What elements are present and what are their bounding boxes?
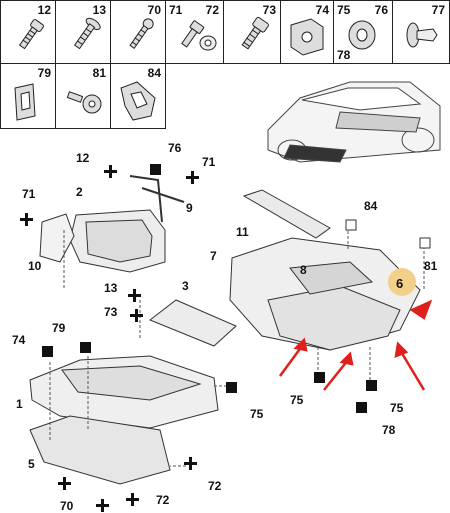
callout-75b: 75 bbox=[290, 393, 304, 407]
callout-72b: 72 bbox=[156, 493, 170, 507]
screw-icon bbox=[18, 19, 44, 50]
car-overview bbox=[267, 81, 441, 163]
catalog-cell-12: 12 bbox=[0, 0, 56, 64]
callout-13: 13 bbox=[104, 281, 118, 295]
catalog-cell-75-76-78: 75 76 78 bbox=[333, 0, 393, 64]
clip-icon bbox=[14, 83, 36, 121]
callout-74: 74 bbox=[12, 333, 26, 347]
callout-8: 8 bbox=[300, 263, 307, 277]
catalog-cell-79: 79 bbox=[0, 63, 56, 129]
part-3-panel bbox=[149, 299, 237, 347]
part-2-bracket bbox=[39, 209, 166, 273]
part-9-rod bbox=[129, 175, 185, 223]
catalog-number: 73 bbox=[262, 3, 276, 17]
plus-markers bbox=[20, 165, 199, 512]
bolt-washer-icon bbox=[181, 20, 217, 51]
callout-70: 70 bbox=[60, 499, 74, 513]
bracket-clip-icon bbox=[120, 81, 156, 121]
callout-73: 73 bbox=[104, 305, 118, 319]
catalog-number: 84 bbox=[147, 66, 161, 80]
catalog-cell-13: 13 bbox=[55, 0, 111, 64]
catalog-number: 75 bbox=[337, 3, 351, 17]
callout-3: 3 bbox=[182, 279, 189, 293]
highlight-circle-6 bbox=[388, 268, 416, 296]
bolt-icon bbox=[73, 17, 101, 50]
catalog-cell-84: 84 bbox=[110, 63, 166, 129]
catalog-number: 78 bbox=[337, 48, 351, 62]
callout-71a: 71 bbox=[202, 155, 216, 169]
catalog-number: 72 bbox=[205, 3, 219, 17]
callout-6: 6 bbox=[396, 276, 403, 291]
leader-lines bbox=[49, 226, 425, 467]
callout-5: 5 bbox=[28, 457, 35, 471]
callout-1: 1 bbox=[16, 397, 23, 411]
part-5-undertray bbox=[29, 415, 171, 485]
catalog-cell-73: 73 bbox=[223, 0, 281, 64]
catalog-number: 12 bbox=[37, 3, 51, 17]
catalog-number: 13 bbox=[92, 3, 106, 17]
catalog-number: 70 bbox=[147, 3, 161, 17]
clip-nut-icon bbox=[290, 18, 324, 56]
catalog-cell-77: 77 bbox=[392, 0, 450, 64]
screw-icon bbox=[241, 16, 269, 50]
part-11-strip bbox=[242, 189, 331, 239]
callout-75c: 75 bbox=[390, 401, 404, 415]
catalog-cell-74: 74 bbox=[280, 0, 334, 64]
callout-9: 9 bbox=[186, 201, 193, 215]
part-7-undertray bbox=[229, 237, 421, 351]
callout-76: 76 bbox=[168, 141, 182, 155]
catalog-cell-70: 70 bbox=[110, 0, 166, 64]
callout-81: 81 bbox=[424, 259, 438, 273]
catalog-number: 77 bbox=[431, 3, 445, 17]
screw-icon bbox=[129, 18, 154, 49]
catalog-cell-71-72: 71 72 bbox=[165, 0, 224, 64]
callout-11: 11 bbox=[236, 225, 249, 239]
catalog-number: 74 bbox=[315, 3, 329, 17]
callout-78: 78 bbox=[382, 423, 396, 437]
catalog-number: 71 bbox=[169, 3, 183, 17]
red-arrows bbox=[278, 299, 433, 391]
callout-71b: 71 bbox=[22, 187, 36, 201]
catalog-number: 81 bbox=[92, 66, 106, 80]
catalog-cell-81: 81 bbox=[55, 63, 111, 129]
callout-84: 84 bbox=[364, 199, 378, 213]
callout-2: 2 bbox=[76, 185, 83, 199]
push-clip-icon bbox=[406, 22, 438, 48]
callout-75a: 75 bbox=[250, 407, 264, 421]
callout-79: 79 bbox=[52, 321, 66, 335]
open-square-markers bbox=[345, 219, 431, 249]
callout-labels: 12 76 71 2 71 9 10 11 84 7 8 81 13 3 73 … bbox=[12, 141, 438, 513]
screw-washer-icon bbox=[66, 91, 102, 114]
part-1-undertray bbox=[29, 355, 219, 429]
callout-10: 10 bbox=[28, 259, 42, 273]
callout-12: 12 bbox=[76, 151, 90, 165]
catalog-number: 76 bbox=[374, 3, 388, 17]
catalog-number: 79 bbox=[37, 66, 51, 80]
callout-7: 7 bbox=[210, 249, 217, 263]
washer-icon bbox=[348, 20, 376, 50]
square-markers bbox=[42, 164, 377, 413]
callout-72a: 72 bbox=[208, 479, 222, 493]
